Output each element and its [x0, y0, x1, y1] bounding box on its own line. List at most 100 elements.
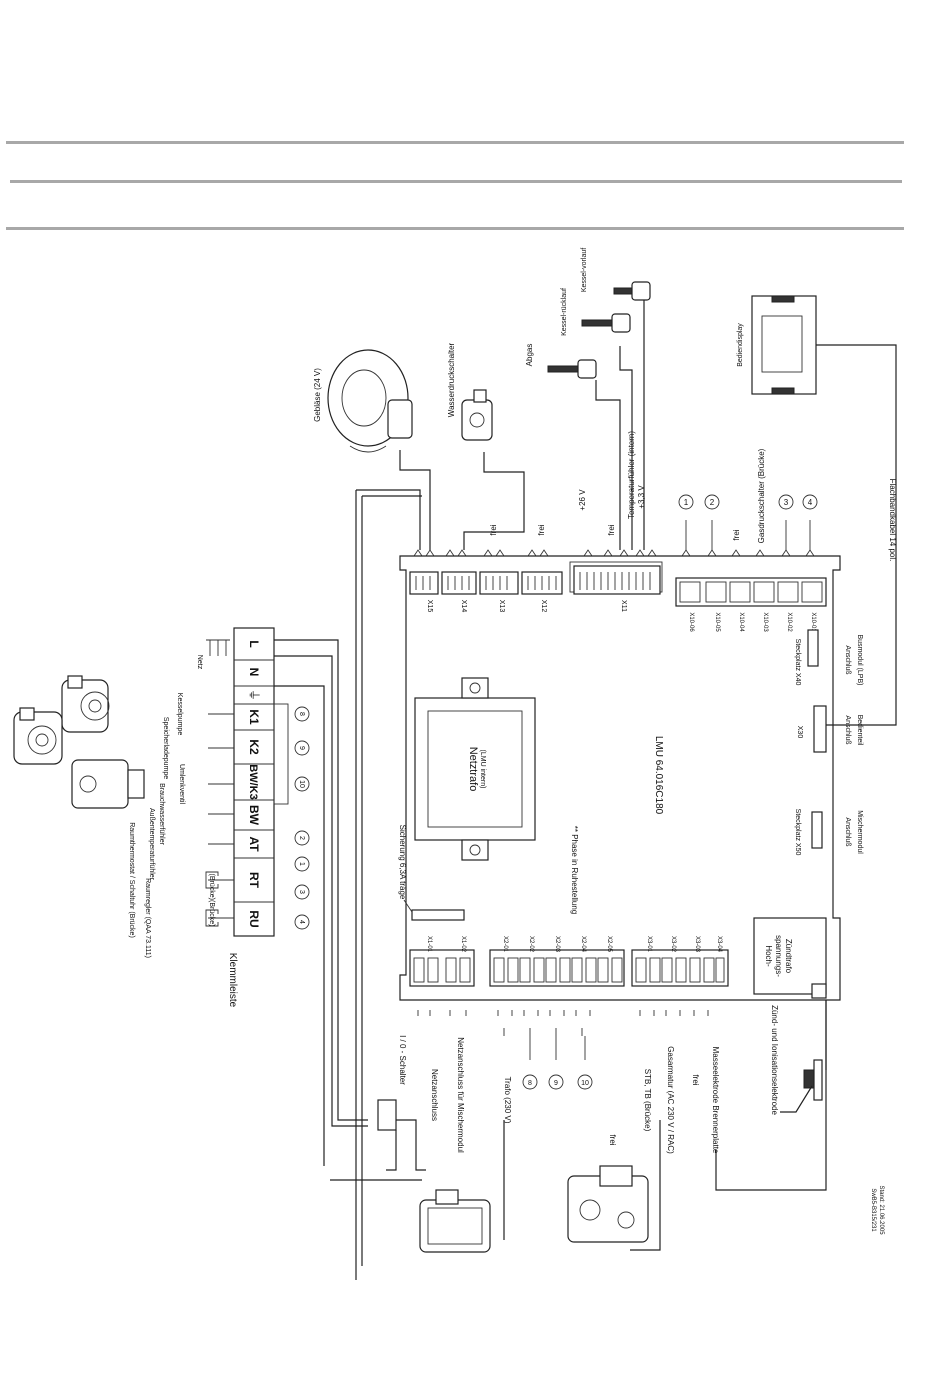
- x13-free: frei: [489, 524, 498, 535]
- slot-x40-desc2: Busmodul (LPB): [856, 635, 863, 686]
- operating-display-icon: [751, 295, 817, 395]
- x3-02: X3-02: [670, 936, 676, 953]
- label-outdoor-sensor: Außentemperaturfühler: [148, 808, 155, 881]
- x11-free: frei: [607, 524, 616, 535]
- label-free-1: frei: [608, 1134, 617, 1145]
- top-rule-2: [10, 180, 902, 183]
- label-mixer-mains: Netzanschluss für Mischermodul: [456, 1037, 465, 1153]
- bottom-connectors: X1-01 X1-02 X2-01 X2-02 X2-03 X2-04 X2-0…: [409, 936, 729, 1090]
- return-sensor-icon: [581, 313, 631, 333]
- gas-valve-icon: [567, 1165, 649, 1243]
- hv-transformer: Hoch- spannungs- Zündtrafo: [753, 917, 827, 999]
- top-rule-3: [6, 227, 904, 230]
- x10-gas-pressure: Gasdruckschalter (Brücke): [757, 448, 766, 543]
- water-pressure-label: Wasserdruckschalter: [447, 342, 456, 417]
- x10-02-id: X10-02: [786, 612, 792, 632]
- phase-note: ** Phase in Ruhestellung: [570, 826, 579, 915]
- boiler-pump-icon: [61, 675, 110, 733]
- slot-x40-desc1: Anschluß: [844, 645, 851, 674]
- wires: [274, 300, 897, 1280]
- stamp-line-1: SwB5-B315/231: [870, 1188, 876, 1232]
- x10-04-id: X10-04: [738, 612, 744, 632]
- x2-01: X2-01: [502, 936, 508, 953]
- transformer-subtitle: (LMU intern): [479, 750, 486, 789]
- x3-01: X3-01: [646, 936, 652, 953]
- hv-line-3: Zündtrafo: [784, 939, 793, 974]
- bottom-circle-10: 10: [581, 1080, 589, 1087]
- label-ground-electrode: Masseelektrode Brennerplatte: [711, 1047, 720, 1154]
- x10-connectors: X10-06 X10-05 X10-04 X10-03 X10-02 X10-0…: [675, 448, 827, 632]
- return-label: Kessel-rücklauf: [561, 288, 568, 336]
- exhaust-label: Abgas: [525, 344, 534, 367]
- label-room-controller: Raumregler (QAA 73.111): [144, 878, 151, 958]
- label-gas-valve: Gasarmatur (AC 230 V / RAC): [666, 1046, 675, 1154]
- terminal-ru: RU: [247, 910, 261, 927]
- x2-02: X2-02: [528, 936, 534, 953]
- label-diverter: Umlenkventil: [178, 764, 185, 805]
- fuse-label: Sicherung 6,3A träge: [398, 825, 407, 900]
- x10-circle-2: 2: [710, 498, 715, 507]
- slot-x30-desc1: Anschluß: [844, 715, 851, 744]
- tb-circle-1: 1: [298, 862, 305, 866]
- tb-circle-2: 2: [298, 836, 305, 840]
- tb-circle-9: 9: [298, 746, 305, 750]
- x10-06-id: X10-06: [688, 612, 694, 632]
- slot-x40: Steckplatz X40 Anschluß Busmodul (LPB): [794, 629, 863, 686]
- x1-02: X1-02: [460, 936, 466, 953]
- exhaust-sensor-icon: [547, 359, 597, 379]
- mains-transformer: Netztrafo (LMU intern): [414, 677, 536, 861]
- connector-x14: X14: [460, 600, 467, 613]
- terminal-l: L: [247, 640, 261, 647]
- transformer-title: Netztrafo: [467, 747, 479, 792]
- label-trafo: Trafo (230 V): [503, 1077, 512, 1124]
- fuse: Sicherung 6,3A träge: [398, 825, 465, 921]
- connector-x11: X11: [620, 600, 627, 612]
- fan-label: Gebläse (24 V): [313, 368, 322, 422]
- terminal-rt: RT: [247, 872, 261, 889]
- control-board: [399, 555, 841, 1001]
- tb-circle-10: 10: [298, 780, 305, 788]
- slot-x50-desc1: Anschluß: [844, 817, 851, 846]
- water-pressure-switch-icon: [461, 389, 493, 441]
- ribbon-label: Flachbandkabel 14 pol.: [888, 479, 897, 562]
- flow-label: Kessel-vorlauf: [581, 248, 588, 292]
- terminal-pe: ⏚: [247, 689, 261, 701]
- ignition-electrode-icon: [780, 1059, 823, 1113]
- slot-x50-desc2: Mischermodul: [856, 810, 863, 854]
- flow-sensor-icon: [613, 281, 651, 301]
- hv-line-1: Hoch-: [764, 945, 773, 967]
- hv-line-2: spannungs-: [774, 935, 783, 977]
- label-switch: I / 0 - Schalter: [398, 1035, 407, 1085]
- x10-circle-1: 1: [684, 498, 689, 507]
- x10-free: frei: [732, 529, 741, 540]
- fan-icon: [327, 349, 413, 453]
- terminal-block: L N ⏚ K1 K2 BW/K3 BW AT RT RU Klemmleist…: [128, 627, 310, 1008]
- x12-free: frei: [537, 524, 546, 535]
- bottom-labels: Netzanschluss Netzanschluss für Mischerm…: [398, 1005, 779, 1154]
- label-boiler-pump: Kesselpumpe: [176, 693, 183, 736]
- top-rule-1: [6, 141, 904, 144]
- x2-04: X2-04: [580, 936, 586, 953]
- top-connectors: X15 X14 X13 X12 X11 frei frei +26 V frei…: [409, 431, 661, 613]
- label-dhw-sensor: Brauchwasserfühler: [158, 783, 165, 846]
- slot-x50-name: Steckplatz X50: [794, 809, 801, 856]
- x10-circle-4: 4: [808, 498, 813, 507]
- label-electrode: Zünd- und Ionisationselektrode: [770, 1005, 779, 1115]
- transformer-icon: [419, 1189, 491, 1253]
- label-mains: Netzanschluss: [430, 1069, 439, 1121]
- bottom-circle-8: 8: [528, 1080, 532, 1087]
- x1-01: X1-01: [426, 936, 432, 953]
- tb-circle-8: 8: [298, 712, 305, 716]
- x10-03-id: X10-03: [762, 612, 768, 632]
- label-free-2: frei: [691, 1074, 700, 1085]
- slot-x50: Steckplatz X50 Anschluß Mischermodul: [794, 809, 863, 856]
- bottom-circle-9: 9: [554, 1080, 558, 1087]
- x10-05-id: X10-05: [714, 612, 720, 632]
- x11-26v: +26 V: [578, 489, 587, 511]
- x3-03: X3-03: [694, 936, 700, 953]
- terminal-bw: BW: [247, 805, 261, 826]
- label-storage-pump: Speicherladepumpe: [162, 717, 169, 779]
- tb-circle-3: 3: [298, 890, 305, 894]
- diverter-valve-icon: [71, 759, 145, 809]
